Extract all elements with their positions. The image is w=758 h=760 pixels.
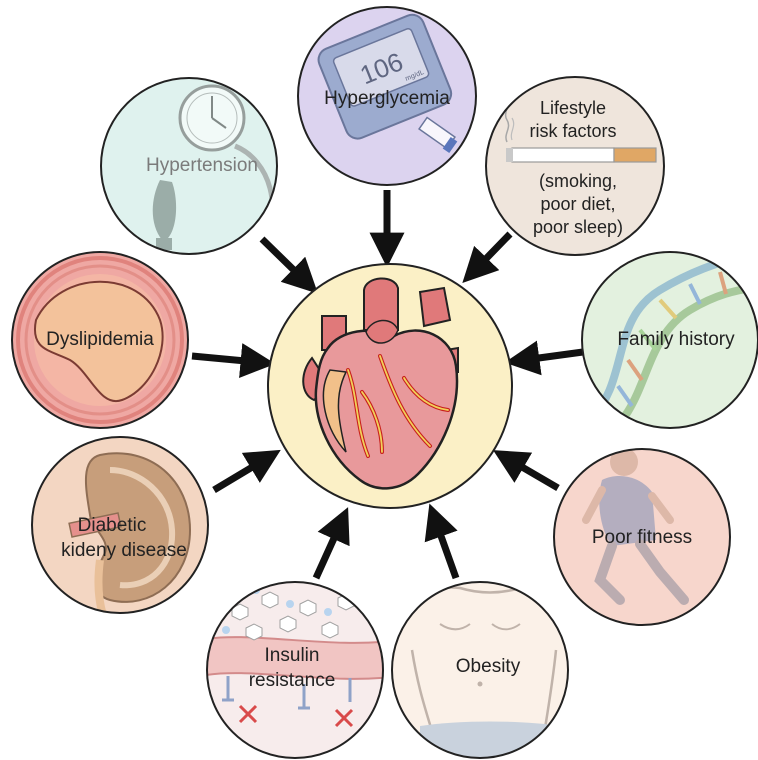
arrow-diabetic-kidney (214, 460, 264, 490)
arrow-dyslipidemia (192, 356, 256, 362)
arrow-family-history (524, 352, 583, 360)
label-hypertension: Hypertension (146, 155, 258, 176)
arrow-lifestyle (476, 234, 510, 269)
node-hypertension: Hypertension (101, 78, 277, 254)
label-dyslipidemia: Dyslipidemia (46, 329, 154, 350)
label-family-history: Family history (617, 329, 735, 350)
label-lifestyle-1: Lifestyle (540, 98, 606, 118)
node-family-history: Family history (582, 250, 758, 440)
center-node (268, 264, 512, 508)
svg-text:risk factors: risk factors (529, 121, 616, 141)
label-insulin-resistance-2: resistance (249, 670, 336, 691)
svg-text:Insulin: Insulin (265, 645, 320, 666)
svg-text:Hyperglycemia: Hyperglycemia (324, 88, 450, 109)
svg-text:Diabetic: Diabetic (78, 515, 147, 536)
label-obesity: Obesity (456, 656, 521, 677)
svg-text:Obesity: Obesity (456, 656, 521, 677)
node-hyperglycemia: 106 mg/dL Hyperglycemia (298, 7, 476, 185)
sub-lifestyle-1: (smoking, (539, 171, 617, 191)
arrow-obesity (436, 522, 456, 578)
svg-text:resistance: resistance (249, 670, 336, 691)
node-dyslipidemia: Dyslipidemia (12, 252, 188, 428)
label-lifestyle-2: risk factors (529, 121, 616, 141)
sub-lifestyle-3: poor sleep) (533, 217, 623, 237)
svg-text:poor sleep): poor sleep) (533, 217, 623, 237)
svg-text:poor diet,: poor diet, (540, 194, 615, 214)
svg-text:Family history: Family history (617, 329, 735, 350)
svg-text:Lifestyle: Lifestyle (540, 98, 606, 118)
label-hyperglycemia: Hyperglycemia (324, 88, 450, 109)
arrow-poor-fitness (510, 460, 558, 488)
label-diabetic-kidney-1: Diabetic (78, 515, 147, 536)
node-obesity: Obesity (392, 582, 570, 760)
label-poor-fitness: Poor fitness (592, 527, 692, 548)
sub-lifestyle-2: poor diet, (540, 194, 615, 214)
svg-text:Hypertension: Hypertension (146, 155, 258, 176)
node-insulin-resistance: Insulin resistance (200, 582, 400, 758)
svg-text:kideny disease: kideny disease (61, 540, 187, 561)
svg-text:Dyslipidemia: Dyslipidemia (46, 329, 154, 350)
node-lifestyle: Lifestyle risk factors (smoking, poor di… (486, 77, 664, 255)
label-diabetic-kidney-2: kideny disease (61, 540, 187, 561)
label-insulin-resistance-1: Insulin (265, 645, 320, 666)
node-diabetic-kidney: Diabetic kideny disease (32, 437, 208, 630)
svg-text:Poor fitness: Poor fitness (592, 527, 692, 548)
node-poor-fitness: Poor fitness (554, 448, 730, 625)
arrow-insulin-resistance (316, 525, 340, 578)
svg-text:(smoking,: (smoking, (539, 171, 617, 191)
arrow-hypertension (262, 239, 304, 280)
